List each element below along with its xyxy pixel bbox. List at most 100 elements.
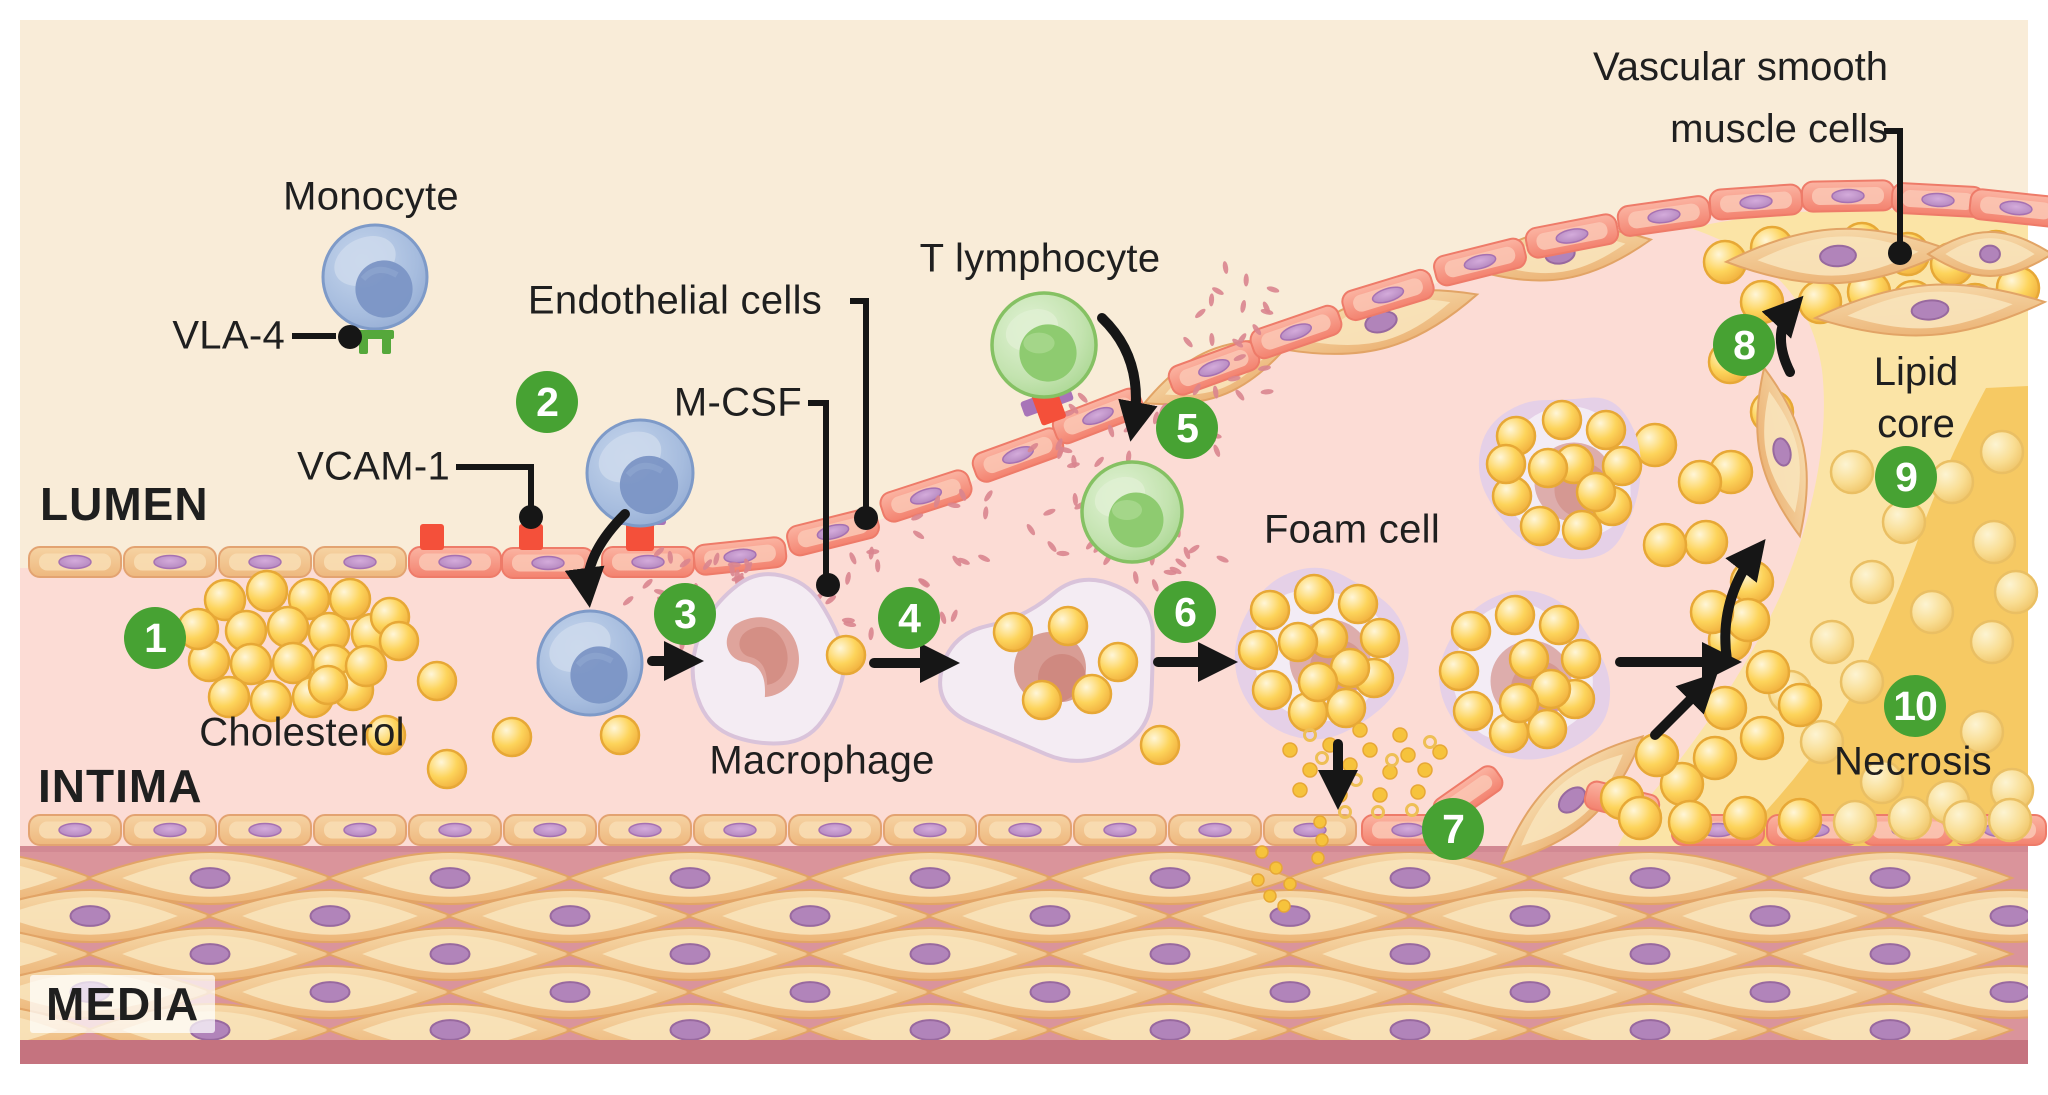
cholesterol-ball [1585, 409, 1627, 451]
endothelial-cell [692, 536, 788, 576]
vascular-smooth-line1: Vascular smooth [1593, 45, 1888, 89]
endothelial-cell [408, 546, 502, 578]
endothelial-cell [123, 814, 217, 846]
lipid-core-line2: core [1877, 402, 1955, 446]
endothelial-cells-label: Endothelial cells [527, 278, 823, 323]
endothelial-cell [1168, 814, 1262, 846]
cholesterol-ball [229, 642, 273, 686]
t-lymphocyte-cell [1080, 460, 1184, 564]
cholesterol-ball [266, 605, 310, 649]
macrophage-cell [690, 572, 846, 746]
cholesterol-ball [1832, 799, 1878, 845]
cholesterol-dot [1292, 782, 1308, 798]
media-top-line [20, 846, 2028, 852]
cholesterol-dot [1362, 742, 1378, 758]
step-circle-5: 5 [1156, 397, 1218, 459]
cholesterol-ball [1959, 709, 2005, 755]
cholesterol-ball [1527, 447, 1569, 489]
media-smooth-muscle-cell [1765, 850, 2015, 906]
cholesterol-ball [1667, 799, 1713, 845]
necrosis-label: Necrosis [1834, 739, 1992, 784]
media-label: MEDIA [30, 975, 216, 1033]
endothelial-cell [1708, 183, 1804, 221]
cholesterol-dot [1382, 764, 1398, 780]
cholesterol-ball [1538, 604, 1580, 646]
monocyte-cell-adherent [585, 418, 695, 528]
cholesterol-ball [1485, 443, 1527, 485]
media-smooth-muscle-cell [685, 888, 935, 944]
macrophage-label: Macrophage [709, 738, 935, 783]
cholesterol-dot [1269, 861, 1283, 875]
cholesterol-ball [1702, 685, 1748, 731]
step-circle-8: 8 [1713, 314, 1775, 376]
cholesterol-ball [328, 577, 372, 621]
cholesterol-ball [344, 644, 388, 688]
lipid-core-line1: Lipid [1873, 350, 1959, 394]
endothelial-cell [1263, 814, 1357, 846]
flow-arrow [1720, 538, 1766, 665]
media-bottom-band [20, 1040, 2028, 1064]
cholesterol-dot [1371, 805, 1385, 819]
media-cells [20, 850, 2028, 1058]
media-smooth-muscle-cell [1405, 888, 1655, 944]
cholesterol-ball [1139, 724, 1181, 766]
cholesterol-ball [1601, 445, 1643, 487]
cholesterol-ball [1777, 797, 1823, 843]
t-lymphocyte-label: T lymphocyte [919, 236, 1161, 281]
endothelial-cell [788, 814, 882, 846]
activated-macrophage-cell [938, 577, 1155, 763]
media-smooth-muscle-cell [445, 964, 695, 1020]
endothelial-cell [601, 546, 695, 578]
migrating-smooth-muscle-cell [1499, 734, 1645, 866]
mcsf-label: M-CSF [673, 380, 802, 425]
endothelial-cell [1890, 182, 1986, 218]
cholesterol-ball [1942, 799, 1988, 845]
cholesterol-ball [1634, 732, 1680, 778]
leader-line [1884, 128, 1912, 265]
media-smooth-muscle-cell [1045, 850, 1295, 906]
vcam1-receptor [519, 524, 543, 550]
media-smooth-muscle-cell [685, 964, 935, 1020]
cholesterol-ball [207, 675, 251, 719]
endothelial-cell [1341, 268, 1435, 322]
cholesterol-ball [1297, 661, 1339, 703]
cholesterol-dot [1313, 815, 1327, 829]
cholesterol-ball [1277, 621, 1319, 663]
endothelial-cell [218, 814, 312, 846]
media-smooth-muscle-cell [445, 888, 695, 944]
cholesterol-dot [1385, 753, 1399, 767]
media-smooth-muscle-cell [1645, 964, 1895, 1020]
endothelial-cell [1800, 179, 1896, 213]
step-circle-7: 7 [1422, 798, 1484, 860]
media-smooth-muscle-cell [925, 964, 1175, 1020]
foam-cell-label: Foam cell [1263, 507, 1441, 552]
cholesterol-dot [1400, 747, 1416, 763]
media-smooth-muscle-cell [1285, 850, 1535, 906]
cholesterol-ball [1541, 399, 1583, 441]
endothelial-cell [313, 546, 407, 578]
lumen-label: LUMEN [40, 478, 209, 530]
cholesterol-ball [1777, 682, 1823, 728]
flow-arrow [1650, 672, 1718, 740]
cholesterol-ball [1293, 573, 1335, 615]
media-smooth-muscle-cell [85, 926, 335, 982]
step-circle-4: 4 [878, 587, 940, 649]
cholesterol-dot [1417, 762, 1433, 778]
cholesterol-label: Cholesterol [199, 710, 405, 755]
media-smooth-muscle-cell [20, 888, 215, 944]
endothelial-cell [598, 814, 692, 846]
endothelial-cell [883, 814, 977, 846]
cholesterol-ball [307, 664, 349, 706]
cholesterol-ball [1987, 797, 2033, 843]
endothelial-cell [123, 546, 217, 578]
foam-cell [1438, 590, 1611, 760]
cholesterol-ball [1071, 673, 1113, 715]
intima-label: INTIMA [38, 760, 203, 812]
cholesterol-ball [1561, 509, 1603, 551]
cholesterol-ball [1722, 795, 1768, 841]
cholesterol-ball [1909, 589, 1955, 635]
cholesterol-ball [1739, 715, 1785, 761]
flow-arrow [564, 509, 630, 608]
